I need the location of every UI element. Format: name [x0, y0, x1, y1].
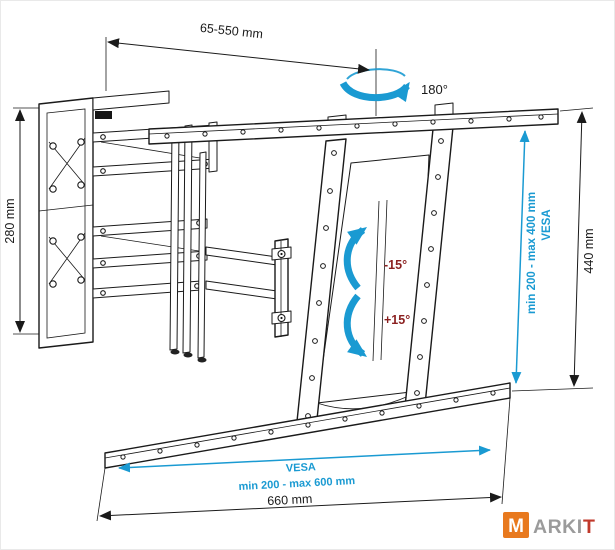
plate-cross-brace-lower [48, 232, 86, 288]
tilt-plus-label: +15° [384, 313, 410, 327]
dim-line-blue [118, 445, 491, 473]
post-foot [197, 357, 207, 363]
hole [453, 397, 459, 403]
swivel-angle-label: 180° [421, 82, 448, 97]
vesa-h-title: VESA [286, 461, 317, 475]
tilt-annotation: -15° +15° [343, 227, 410, 357]
hole [316, 300, 322, 306]
bolt [77, 233, 85, 241]
vesa-h-range: min 200 - max 600 mm [238, 475, 355, 493]
dim-line-blue [511, 130, 530, 384]
hole [490, 390, 496, 396]
hole [278, 127, 284, 133]
bolt [49, 185, 57, 193]
bolt-center [280, 252, 283, 256]
hole [164, 133, 170, 139]
top-rail [148, 108, 559, 145]
hole [312, 338, 318, 344]
dim-width: 660 mm [96, 397, 511, 522]
tilt-down-arrow-icon [343, 293, 368, 357]
swivel-annotation: 180° [339, 49, 448, 116]
hole [428, 246, 434, 252]
dim-line [107, 38, 370, 74]
hole [414, 390, 420, 396]
wall-plate [38, 90, 170, 349]
extension-label: 65-550 mm [199, 21, 263, 42]
logo-letter: M [508, 516, 524, 537]
dim-line [569, 111, 587, 387]
hole [435, 174, 441, 180]
hole [468, 118, 474, 124]
wall-plate-inset [46, 108, 86, 339]
bolt [100, 168, 106, 174]
hole [417, 354, 423, 360]
plate-rib [38, 204, 94, 212]
hole [342, 416, 348, 422]
bolt [100, 134, 106, 140]
bolt [77, 276, 85, 284]
dim-vesa-vertical: VESA min 200 - max 400 mm [511, 130, 553, 384]
hole [424, 282, 430, 288]
bolt [100, 290, 106, 296]
bolt [49, 280, 57, 288]
bolt [49, 142, 57, 150]
wall-plate-top-flange [92, 90, 170, 111]
bolt [100, 260, 106, 266]
hole [268, 429, 274, 435]
hole [430, 119, 436, 125]
bolt [77, 181, 85, 189]
hole [157, 448, 163, 454]
swivel-arc-back [346, 68, 406, 80]
hole [438, 138, 444, 144]
hole [202, 131, 208, 137]
bolt-center [280, 316, 283, 320]
bolt [49, 237, 57, 245]
hole [194, 442, 200, 448]
hole [309, 375, 315, 381]
brand-logo: M ARKI T [503, 512, 595, 538]
hole [421, 318, 427, 324]
post-foot [183, 352, 193, 358]
hole [538, 114, 544, 120]
bolt [100, 228, 106, 234]
logo-name: ARKI [533, 516, 583, 538]
hole [506, 116, 512, 122]
hole [120, 454, 126, 460]
plate-cross-brace-upper [48, 137, 86, 193]
hole [323, 225, 329, 231]
pivot-posts [169, 124, 207, 363]
plate-height-label: 280 mm [3, 198, 17, 243]
tilt-minus-label: -15° [384, 258, 407, 272]
vesa-v-title: VESA [541, 209, 553, 240]
hole [431, 210, 437, 216]
tilt-hinge [205, 238, 292, 338]
hole [316, 125, 322, 131]
product-label [95, 111, 112, 119]
hole [392, 121, 398, 127]
hole [305, 422, 311, 428]
hole [416, 403, 422, 409]
dim-extension: 65-550 mm [105, 21, 370, 91]
vesa-v-range: min 200 - max 400 mm [526, 192, 538, 314]
hole [379, 410, 385, 416]
tilt-up-arrow-icon [343, 227, 368, 291]
hole [231, 435, 237, 441]
dim-frame-height: 440 mm [511, 107, 596, 392]
bolt [77, 138, 85, 146]
hole [320, 263, 326, 269]
dim-plate-height: 280 mm [3, 107, 39, 335]
hole [354, 123, 360, 129]
hole [331, 150, 337, 156]
swivel-arrow-icon [339, 80, 410, 103]
hole [327, 188, 333, 194]
frame-height-label: 440 mm [582, 228, 596, 273]
logo-name-accent: T [583, 516, 595, 538]
hole [240, 129, 246, 135]
width-label: 660 mm [267, 492, 313, 508]
logo-box-icon [503, 512, 529, 538]
post-foot [170, 349, 180, 355]
dim-line [99, 492, 502, 521]
